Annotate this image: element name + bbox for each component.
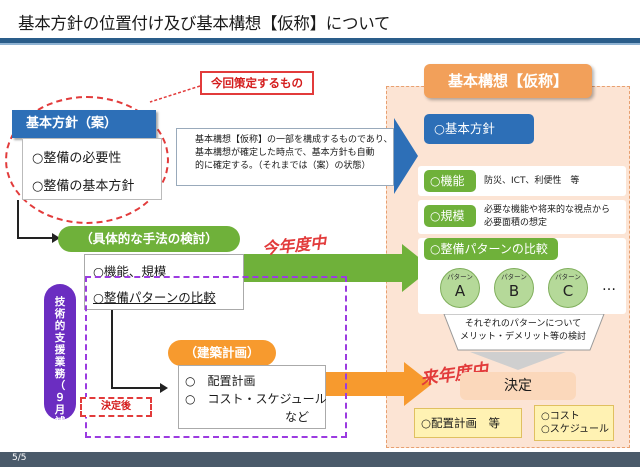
note-line: 基本構想【仮称】の一部を構成するものであり、 <box>195 135 393 145</box>
building-plan-header: （建築計画） <box>168 340 276 366</box>
list-item: ○整備の必要性 <box>32 151 122 166</box>
basic-policy-list: ○整備の必要性 ○整備の基本方針 <box>22 138 162 200</box>
page-title: 基本方針の位置付け及び基本構想【仮称】について <box>18 14 391 33</box>
note-line: 基本構想が確定した時点で、基本方針も自動 <box>195 148 375 158</box>
after-decision-label: 決定後 <box>80 397 152 417</box>
tech-support-pill: 技術的 支援業 務（９ 月補正 ） <box>44 284 76 452</box>
cost-schedule-box: ○コスト ○スケジュール <box>534 405 614 441</box>
pattern-header: ○整備パターンの比較 <box>424 238 558 260</box>
merit-arrowhead <box>470 352 566 370</box>
elbow-arrow <box>17 200 52 239</box>
basic-policy-header: 基本方針（案） <box>12 110 156 138</box>
list-item: ○ コスト・スケジュール <box>185 392 327 406</box>
label-connector <box>149 85 201 103</box>
orange-arrow <box>326 362 432 406</box>
scale-label: ○規模 <box>424 205 476 227</box>
layout-plan-box: ○配置計画 等 <box>414 408 522 438</box>
method-header: （具体的な手法の検討） <box>58 226 240 252</box>
footer-bar <box>0 452 640 467</box>
highlight-ellipse <box>5 96 169 224</box>
title-underline <box>0 38 640 43</box>
list-item: ○整備の基本方針 <box>32 179 135 194</box>
merit-funnel <box>443 313 605 351</box>
list-item: ○機能、規模 <box>93 264 167 279</box>
method-list: ○機能、規模 ○整備パターンの比較 <box>84 254 244 310</box>
concept-basic-policy: ○基本方針 <box>424 114 534 144</box>
decision-box: 決定 <box>460 372 576 400</box>
pattern-ellipsis: … <box>602 278 616 294</box>
scale-desc: 必要な機能や将来的な視点から 必要面積の想定 <box>484 205 611 228</box>
title-underline-accent <box>0 43 640 45</box>
policy-note: 基本構想【仮称】の一部を構成するものであり、 基本構想が確定した時点で、基本方針… <box>176 128 394 186</box>
build-connector <box>111 310 160 389</box>
list-item: など <box>285 410 310 424</box>
this-time-label: 今回策定するもの <box>200 71 314 95</box>
merit-text: それぞれのパターンについて メリット・デメリット等の検討 <box>459 319 586 342</box>
function-label: ○機能 <box>424 170 476 192</box>
page-number: 5/5 <box>12 453 27 463</box>
green-arrow <box>244 244 432 292</box>
note-line: 的に確定する。（それまでは（案）の状態） <box>195 161 371 171</box>
concept-header: 基本構想【仮称】 <box>424 64 592 98</box>
list-item: ○ 配置計画 <box>185 374 256 388</box>
function-desc: 防災、ICT、利便性 等 <box>484 176 580 186</box>
tech-support-region <box>85 276 347 438</box>
building-plan-list: ○ 配置計画 ○ コスト・スケジュール など <box>178 365 327 429</box>
list-item: ○整備パターンの比較 <box>93 290 216 305</box>
